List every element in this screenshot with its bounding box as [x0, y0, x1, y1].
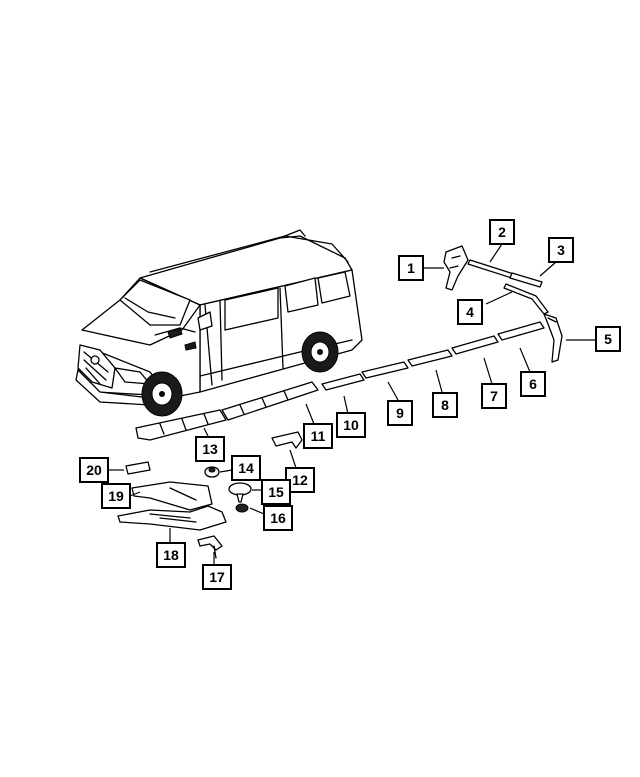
- callout-14: 14: [231, 455, 261, 481]
- svg-text:17: 17: [209, 569, 225, 585]
- part-12-bracket: [271, 431, 303, 449]
- callout-17: 17: [202, 564, 232, 590]
- svg-text:19: 19: [108, 488, 124, 504]
- svg-text:18: 18: [163, 547, 179, 563]
- svg-text:3: 3: [557, 242, 565, 258]
- svg-text:16: 16: [270, 510, 286, 526]
- part-3-roof-rail-seal: [509, 272, 543, 288]
- part-19-panel: [131, 481, 213, 511]
- part-7-trim-strip: [451, 335, 499, 355]
- callout-18: 18: [156, 542, 186, 568]
- callout-5: 5: [595, 326, 621, 352]
- part-4-curved-rail: [503, 283, 549, 315]
- svg-text:11: 11: [311, 428, 326, 444]
- svg-text:20: 20: [86, 462, 102, 478]
- part-5-c-pillar-trim: [543, 313, 563, 363]
- part-14-clip: [204, 466, 220, 478]
- callout-1: 1: [398, 255, 424, 281]
- callout-9: 9: [387, 400, 413, 426]
- part-15-push-pin: [228, 482, 252, 503]
- van-illustration: [75, 229, 363, 417]
- callout-2: 2: [489, 219, 515, 245]
- svg-text:2: 2: [498, 224, 506, 240]
- svg-text:14: 14: [238, 460, 254, 476]
- callout-15: 15: [261, 479, 291, 505]
- callout-6: 6: [520, 371, 546, 397]
- callout-4: 4: [457, 299, 483, 325]
- svg-text:1: 1: [407, 260, 415, 276]
- callout-11: 11: [303, 423, 333, 449]
- callout-10: 10: [336, 412, 366, 438]
- svg-text:13: 13: [202, 441, 218, 457]
- svg-text:7: 7: [490, 388, 498, 404]
- callout-16: 16: [263, 505, 293, 531]
- part-11-lower-trim: [221, 381, 319, 421]
- callout-12: 12: [285, 467, 315, 493]
- svg-text:8: 8: [441, 397, 449, 413]
- part-6-trim-strip: [497, 321, 545, 341]
- callout-13: 13: [195, 436, 225, 462]
- svg-text:12: 12: [292, 472, 308, 488]
- svg-text:15: 15: [268, 484, 284, 500]
- callout-20: 20: [79, 457, 109, 483]
- svg-text:5: 5: [604, 331, 612, 347]
- part-8-trim-strip: [407, 349, 453, 367]
- part-10-trim-strip: [321, 373, 365, 391]
- callout-3: 3: [548, 237, 574, 263]
- part-18-lower-panel: [117, 505, 227, 531]
- leader-lines: [108, 243, 596, 564]
- svg-text:6: 6: [529, 376, 537, 392]
- part-17-bracket: [197, 535, 223, 559]
- part-1-a-pillar-trim: [443, 245, 469, 291]
- svg-text:10: 10: [343, 417, 359, 433]
- callout-19: 19: [101, 483, 131, 509]
- part-16-nut: [235, 503, 249, 513]
- svg-text:9: 9: [396, 405, 404, 421]
- part-13-lower-trim: [135, 409, 227, 441]
- callout-7: 7: [481, 383, 507, 409]
- part-9-trim-strip: [361, 361, 409, 379]
- callout-8: 8: [432, 392, 458, 418]
- part-20-plate: [125, 461, 151, 475]
- svg-text:4: 4: [466, 304, 474, 320]
